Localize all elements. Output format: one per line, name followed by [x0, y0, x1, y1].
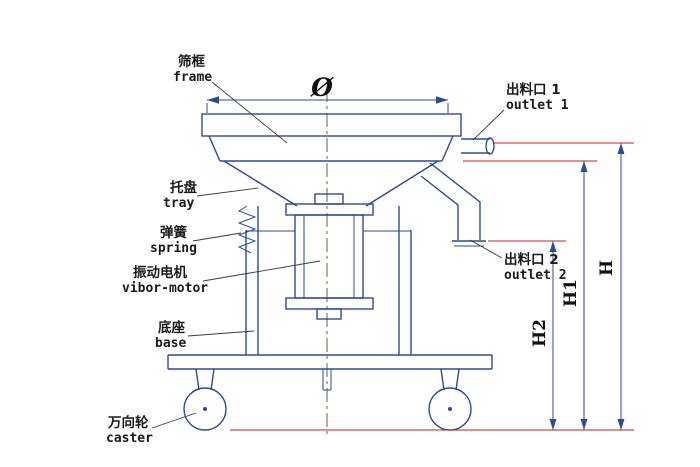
dimension-h-label: H	[597, 260, 617, 276]
part-labels: 筛框 frame 出料口 1 outlet 1 托盘 tray 弹簧 sprin…	[106, 53, 569, 446]
caster-label-cn: 万向轮	[107, 414, 149, 431]
outlet1-label-en: outlet 1	[506, 98, 569, 113]
base-label-cn: 底座	[158, 319, 185, 336]
dimension-h2-label: H2	[530, 319, 550, 347]
motor-label-cn: 振动电机	[133, 264, 187, 281]
diameter-symbol: Ø	[310, 73, 334, 102]
caster-forks	[195, 368, 460, 391]
extension-lines	[230, 142, 634, 431]
frame-label-en: frame	[173, 70, 212, 85]
outlet2-label-en: outlet 2	[504, 268, 567, 283]
dimension-h1-label: H1	[561, 279, 581, 307]
tray-label-en: tray	[163, 196, 194, 211]
sieve-frame-shape	[201, 113, 462, 137]
machine-outline	[167, 113, 495, 431]
spring-shape	[237, 205, 257, 254]
tray-label-cn: 托盘	[170, 179, 197, 196]
spring-label-en: spring	[150, 241, 197, 256]
frame-label-cn: 筛框	[178, 53, 205, 70]
outlet1-shape	[461, 137, 495, 155]
caster-left-shape	[183, 387, 227, 431]
motor-label-en: vibor-motor	[122, 281, 208, 296]
spring-label-cn: 弹簧	[160, 224, 187, 241]
diameter-dimension: Ø	[206, 73, 449, 113]
outlet2-label-cn: 出料口 2	[504, 251, 559, 268]
caster-label-en: caster	[106, 431, 153, 446]
base-label-en: base	[155, 336, 186, 351]
outlet2-shape	[420, 162, 486, 247]
tray-cone-right	[365, 160, 439, 207]
leader-lines	[151, 81, 505, 429]
tray-cone-left	[223, 160, 298, 207]
height-dimensions: H2 H1 H	[530, 143, 625, 430]
base-shape	[167, 206, 493, 391]
outlet1-label-cn: 出料口 1	[506, 81, 561, 98]
motor-shape	[285, 193, 374, 320]
